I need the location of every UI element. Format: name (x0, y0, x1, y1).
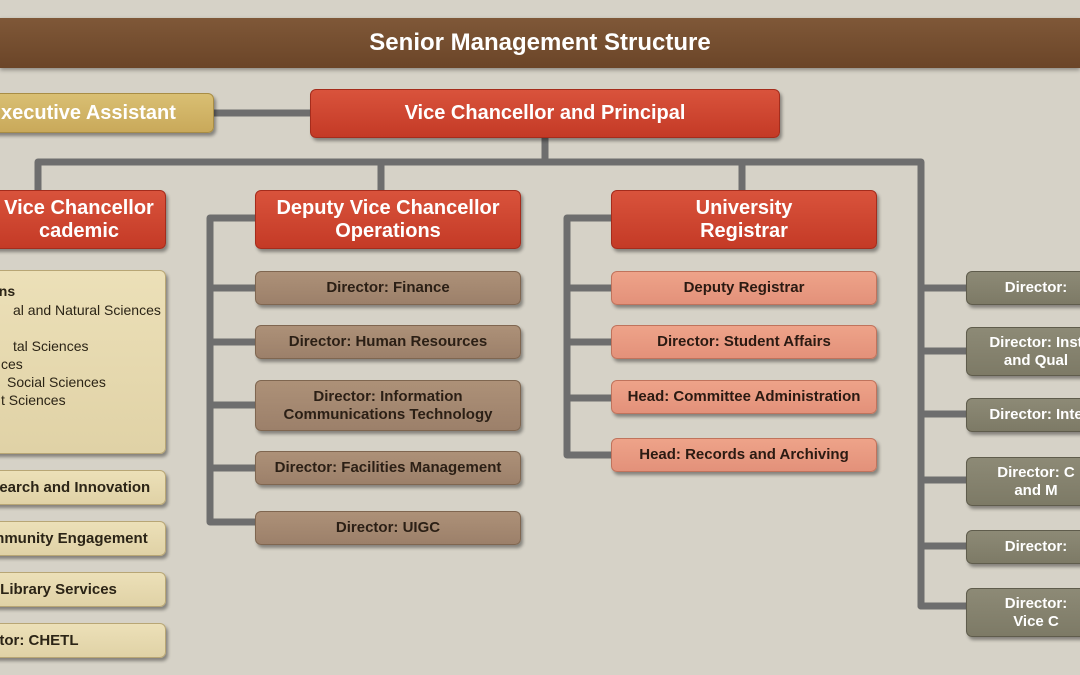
registrar-committee-admin: Head: Committee Administration (611, 380, 877, 414)
right-item-1: Director: (966, 271, 1080, 305)
registrar-student-affairs: Director: Student Affairs (611, 325, 877, 359)
connector-main-horizontal (34, 158, 925, 610)
executive-assistant-box: xecutive Assistant (0, 93, 214, 133)
deans-line: al and Natural Sciences (13, 302, 161, 318)
right-item-3: Director: Inte (966, 398, 1080, 432)
ops-director-hr: Director: Human Resources (255, 325, 521, 359)
deans-line (0, 319, 165, 337)
deans-line: t Sciences (1, 392, 66, 408)
dvc-academic-line-1: Vice Chancellor (4, 196, 154, 219)
deans-heading: ans (0, 283, 16, 299)
dvc-academic-box: Vice Chancellor cademic (0, 190, 166, 249)
deans-box: ans al and Natural Sciences tal Sciences… (0, 270, 166, 454)
page-title: Senior Management Structure (0, 18, 1080, 68)
right-item-4: Director: C and M (966, 457, 1080, 506)
academic-item-community: mmunity Engagement (0, 521, 166, 556)
registrar-line-1: University (695, 196, 793, 219)
dvc-operations-box: Deputy Vice Chancellor Operations (255, 190, 521, 249)
deans-line: ces (1, 356, 23, 372)
registrar-deputy: Deputy Registrar (611, 271, 877, 305)
academic-item-research: search and Innovation (0, 470, 166, 505)
academic-item-chetl: ctor: CHETL (0, 623, 166, 658)
academic-item-library: : Library Services (0, 572, 166, 607)
university-registrar-box: University Registrar (611, 190, 877, 249)
right-item-6: Director: Vice C (966, 588, 1080, 637)
dvc-operations-line-1: Deputy Vice Chancellor (276, 196, 500, 219)
connector-registrar-trunk (563, 214, 615, 459)
ops-director-finance: Director: Finance (255, 271, 521, 305)
registrar-records-archiving: Head: Records and Archiving (611, 438, 877, 472)
deans-line: tal Sciences (13, 338, 89, 354)
deans-line: Social Sciences (7, 374, 106, 390)
ops-director-ict: Director: Information Communications Tec… (255, 380, 521, 431)
dvc-operations-line-2: Operations (335, 219, 441, 242)
right-item-5: Director: (966, 530, 1080, 564)
connector-operations-trunk (206, 214, 259, 526)
ops-director-uigc: Director: UIGC (255, 511, 521, 545)
ops-director-facilities: Director: Facilities Management (255, 451, 521, 485)
dvc-academic-line-2: cademic (38, 219, 120, 242)
registrar-line-2: Registrar (700, 219, 788, 242)
right-item-2: Director: Inst and Qual (966, 327, 1080, 376)
vice-chancellor-box: Vice Chancellor and Principal (310, 89, 780, 138)
